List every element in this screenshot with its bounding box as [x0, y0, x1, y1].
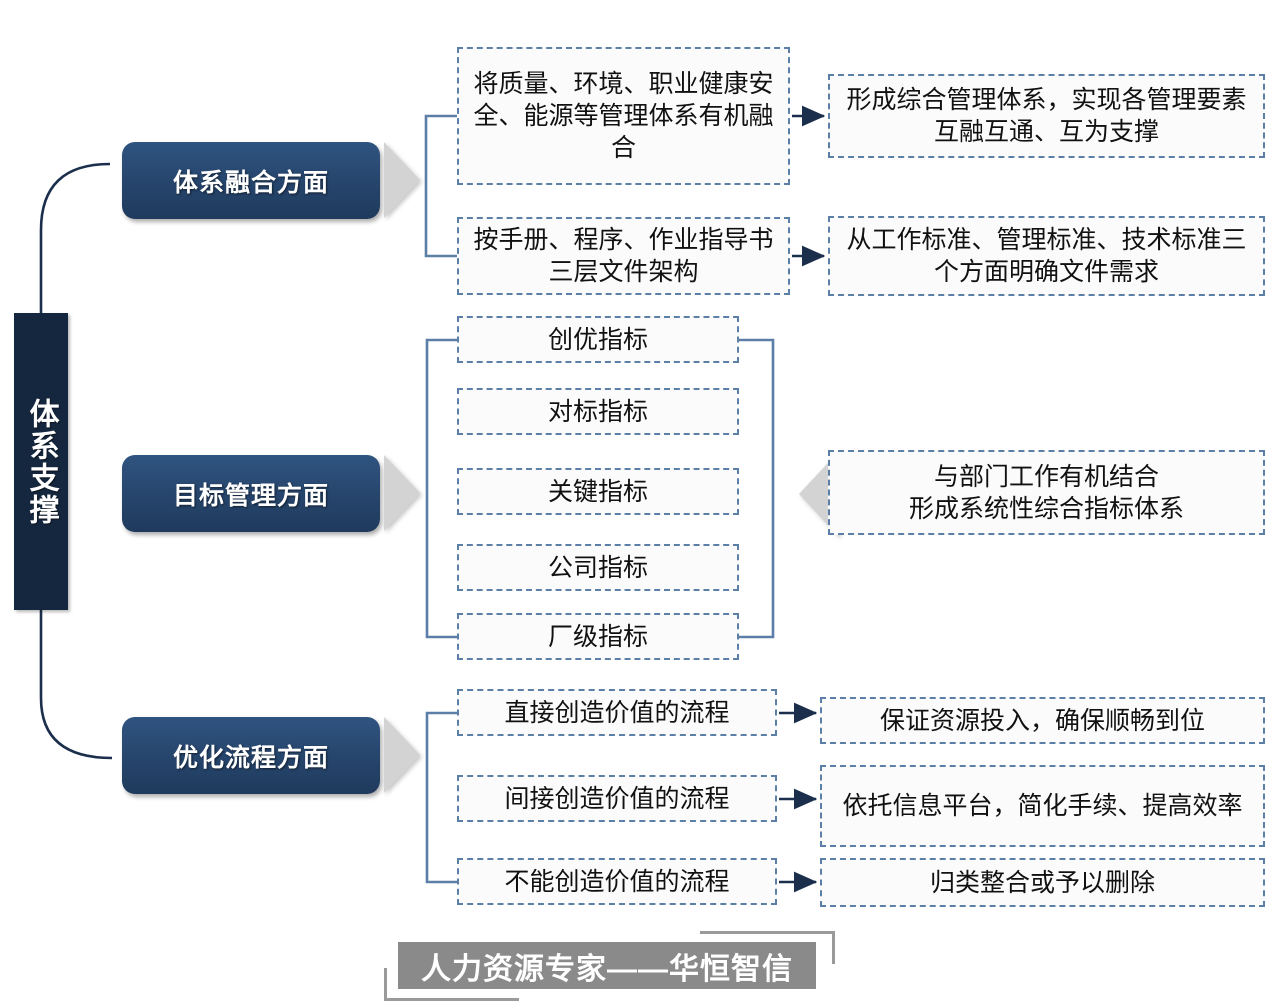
indicator-box-4[interactable]: 公司指标 [457, 544, 739, 591]
chevron-right-icon-3 [384, 717, 420, 793]
process-row-2-action[interactable]: 依托信息平台，简化手续、提高效率 [820, 765, 1265, 847]
process-row-3-type[interactable]: 不能创造价值的流程 [457, 858, 777, 905]
bracket-indicators-left [425, 338, 457, 639]
chevron-right-icon-2 [384, 455, 420, 531]
category-label-goal-management: 目标管理方面 [172, 481, 329, 510]
goal-outcome-box[interactable]: 与部门工作有机结合 形成系统性综合指标体系 [828, 450, 1265, 535]
spine-label: 体系支撑 [24, 397, 58, 526]
process-row-1-type[interactable]: 直接创造价值的流程 [457, 689, 777, 736]
category-box-goal-management[interactable]: 目标管理方面 [122, 455, 380, 532]
indicator-box-2[interactable]: 对标指标 [457, 388, 739, 435]
bracket-process [425, 711, 457, 884]
indicator-box-3[interactable]: 关键指标 [457, 468, 739, 515]
process-row-2-type[interactable]: 间接创造价值的流程 [457, 775, 777, 822]
integration-item-1-outcome[interactable]: 形成综合管理体系，实现各管理要素互融互通、互为支撑 [828, 74, 1265, 158]
spine-panel: 体系支撑 [14, 313, 68, 610]
category-box-system-integration[interactable]: 体系融合方面 [122, 142, 380, 219]
bracket-indicators-right [739, 338, 775, 639]
footer-label: 人力资源专家——华恒智信 [421, 952, 793, 986]
indicator-box-5[interactable]: 厂级指标 [457, 613, 739, 660]
category-label-process-optimization: 优化流程方面 [172, 743, 329, 772]
bracket-integration [424, 114, 457, 258]
footer-bracket-top-right [700, 931, 835, 964]
category-label-system-integration: 体系融合方面 [172, 168, 329, 197]
spine-to-category-1-connector [39, 162, 111, 313]
indicator-box-1[interactable]: 创优指标 [457, 316, 739, 363]
process-row-1-action[interactable]: 保证资源投入，确保顺畅到位 [820, 697, 1265, 744]
process-row-3-action[interactable]: 归类整合或予以删除 [820, 858, 1265, 907]
integration-item-1-detail[interactable]: 将质量、环境、职业健康安全、能源等管理体系有机融合 [457, 47, 790, 185]
footer-banner: 人力资源专家——华恒智信 [398, 942, 816, 989]
integration-item-2-detail[interactable]: 按手册、程序、作业指导书三层文件架构 [457, 217, 790, 295]
spine-to-category-3-connector [39, 610, 113, 760]
category-box-process-optimization[interactable]: 优化流程方面 [122, 717, 380, 794]
chevron-right-icon-1 [384, 142, 420, 218]
integration-item-2-outcome[interactable]: 从工作标准、管理标准、技术标准三个方面明确文件需求 [828, 216, 1265, 296]
